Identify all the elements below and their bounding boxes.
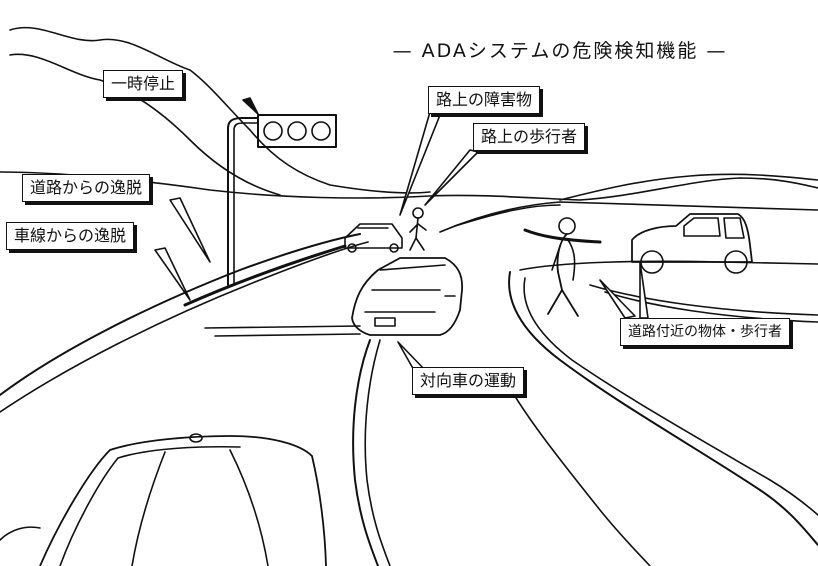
diagram-title: — ADAシステムの危険検知機能 — [392, 40, 728, 62]
curb-line [183, 244, 347, 307]
label-roadside: 道路付近の物体・歩行者 [620, 318, 790, 346]
label-road-obstacle: 路上の障害物 [428, 86, 541, 114]
far-hill [559, 173, 818, 201]
label-road-pedestrian: 路上の歩行者 [473, 123, 586, 151]
callout-pointer [169, 197, 211, 263]
lane-line [214, 333, 361, 337]
car-icon [631, 213, 753, 274]
road-edge-left-inner [0, 241, 369, 413]
car-icon [351, 257, 463, 336]
label-road-departure: 道路からの逸脱 [22, 174, 151, 202]
cloud-outline [9, 26, 431, 194]
label-oncoming: 対向車の運動 [412, 367, 525, 395]
label-lane-departure: 車線からの逸脱 [6, 222, 135, 250]
road-edge-far-right [499, 369, 651, 566]
lane-line [204, 325, 361, 329]
callout-pointer [154, 247, 191, 301]
pedestrian-icon [547, 217, 579, 317]
callout-pointer [242, 97, 259, 115]
traffic-light-icon [227, 114, 337, 286]
side-road [454, 204, 561, 227]
side-road-curb [523, 228, 602, 244]
center-line [364, 339, 391, 566]
callout-pointer [599, 279, 636, 319]
callout-pointer [399, 111, 441, 216]
road-edge-right [508, 271, 818, 546]
label-stop: 一時停止 [103, 70, 184, 98]
car-icon [344, 223, 403, 253]
cloud-outline [9, 53, 281, 196]
road-edge-left [0, 233, 361, 396]
own-car-hood [0, 433, 327, 566]
center-line [352, 339, 379, 566]
road-edge-right-inner [523, 277, 818, 516]
side-road [439, 201, 818, 233]
horizon-hills [0, 171, 818, 201]
pedestrian-icon [409, 207, 427, 251]
callout-pointer [424, 149, 479, 206]
